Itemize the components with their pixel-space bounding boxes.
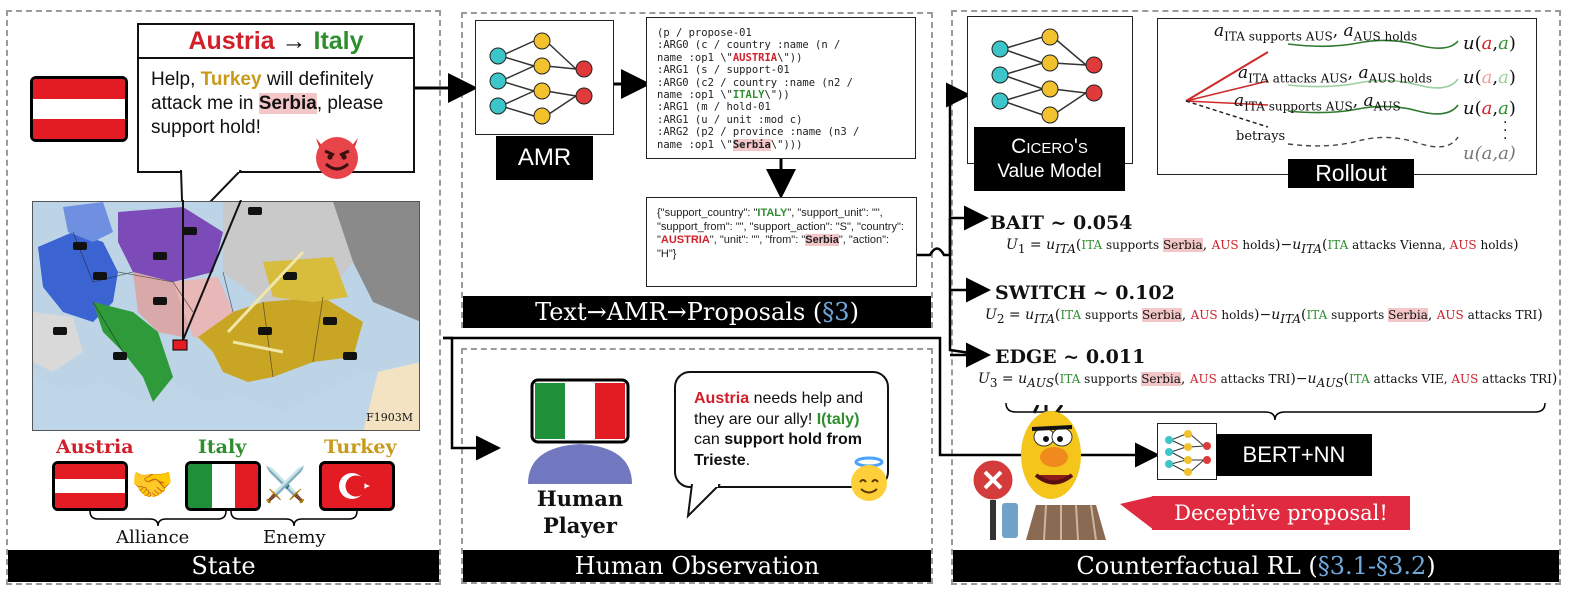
- amr-code-line: :ARG0 (c / country :name (n /: [657, 39, 841, 52]
- section-3-link[interactable]: §3: [822, 298, 850, 326]
- edge-equation: U3 = uAUS(ITA supports Serbia, AUS attac…: [978, 371, 1558, 390]
- value-model-label: Cicero's Value Model: [974, 127, 1125, 191]
- amr-code-line: name :op1 \"ITALY\")): [657, 89, 790, 102]
- turkey-flag-small-icon: [319, 461, 395, 511]
- counterfactual-panel: [951, 10, 1561, 585]
- angel-emoji-icon: [851, 456, 887, 501]
- amr-code-line: :ARG2 (p2 / province :name (n3 /: [657, 126, 860, 139]
- amr-label: AMR: [496, 136, 593, 180]
- label-italy: Italy: [198, 436, 247, 458]
- switch-score: SWITCH ~ 0.102: [995, 282, 1175, 304]
- human-message-text: Austria needs help and they are our ally…: [694, 390, 863, 469]
- diplomacy-map: F1903M: [32, 201, 420, 431]
- utility-4: u(a,a): [1463, 143, 1516, 164]
- alliance-label: Alliance: [116, 527, 190, 548]
- rollout-label: Rollout: [1288, 159, 1414, 188]
- header-italy: Italy: [313, 27, 364, 55]
- section-3-1-3-2-link[interactable]: §3.1-§3.2: [1317, 552, 1427, 580]
- amr-code-line: :ARG1 (m / hold-01: [657, 101, 771, 114]
- header-austria: Austria: [188, 27, 275, 55]
- amr-code-line: name :op1 \"Serbia\"))): [657, 138, 803, 151]
- classifier-network-icon: [1157, 423, 1217, 480]
- amr-code-box: (p / propose-01:ARG0 (c / country :name …: [646, 17, 916, 159]
- bait-equation: U1 = uITA(ITA supports Serbia, AUS holds…: [1006, 237, 1519, 256]
- enemy-label: Enemy: [263, 527, 326, 548]
- utility-1: u(a,a): [1463, 33, 1516, 54]
- rollout-row-2: aITA attacks AUS, aAUS holds: [1238, 63, 1433, 86]
- italy-flag-small-icon: [185, 461, 261, 511]
- bubble-message: Help, Turkey will definitely attack me i…: [151, 69, 384, 138]
- amr-code-line: name :op1 \"AUSTRIA\")): [657, 51, 803, 64]
- austria-flag-small-icon: [52, 461, 128, 511]
- map-turn-label: F1903M: [366, 411, 413, 424]
- human-observation-caption: Human Observation: [463, 550, 931, 582]
- rollout-box: aITA supports AUS, aAUS holds aITA attac…: [1157, 18, 1537, 175]
- amr-code-line: :ARG1 (s / support-01: [657, 64, 790, 77]
- deceptive-proposal-tag: Deceptive proposal!: [1120, 496, 1410, 530]
- rollout-row-1: aITA supports AUS, aAUS holds: [1214, 21, 1418, 44]
- human-player-icon: [528, 378, 632, 484]
- amr-network-box: [475, 20, 614, 135]
- label-austria: Austria: [56, 436, 134, 458]
- amr-caption: Text→AMR→Proposals (§3): [463, 296, 931, 328]
- rollout-row-3: aITA supports AUS, aAUS: [1234, 91, 1401, 114]
- bert-puppet-icon: [970, 405, 1106, 541]
- rollout-betrays-label: betrays: [1236, 129, 1286, 144]
- human-bubble-tail: [686, 484, 721, 519]
- devil-emoji-icon: [316, 137, 358, 179]
- human-observation-panel: [461, 348, 933, 584]
- edge-score: EDGE ~ 0.011: [995, 346, 1146, 368]
- handshake-icon: 🤝: [131, 466, 174, 504]
- bait-score: BAIT ~ 0.054: [990, 212, 1133, 234]
- utility-3: u(a,a): [1463, 98, 1516, 119]
- counterfactual-caption: Counterfactual RL (§3.1-§3.2): [953, 550, 1559, 582]
- human-player-label: Human Player: [536, 486, 624, 538]
- austria-flag-icon: [30, 76, 128, 142]
- bubble-tail-lines: [182, 200, 242, 341]
- amr-code-line: (p / propose-01: [657, 27, 752, 39]
- austria-message-bubble: Austria → Italy Help, Turkey will defini…: [137, 23, 415, 173]
- bubble-header: Austria → Italy: [139, 25, 413, 59]
- proposal-json-box: {"support_country": "ITALY", "support_un…: [646, 197, 917, 287]
- state-caption: State: [8, 550, 439, 582]
- amr-code-line: :ARG1 (u / unit :mod c): [657, 113, 803, 126]
- switch-equation: U2 = uITA(ITA supports Serbia, AUS holds…: [985, 307, 1543, 326]
- state-panel: [6, 10, 441, 585]
- classifier-label: BERT+NN: [1216, 434, 1372, 476]
- label-turkey: Turkey: [324, 436, 397, 458]
- human-message-bubble: [674, 371, 889, 488]
- crossed-swords-icon: ⚔️: [264, 466, 307, 504]
- amr-code-line: :ARG0 (c2 / country :name (n2 /: [657, 76, 853, 89]
- utility-2: u(a,a): [1463, 67, 1516, 88]
- rollout-ellipsis: ···: [1503, 115, 1508, 147]
